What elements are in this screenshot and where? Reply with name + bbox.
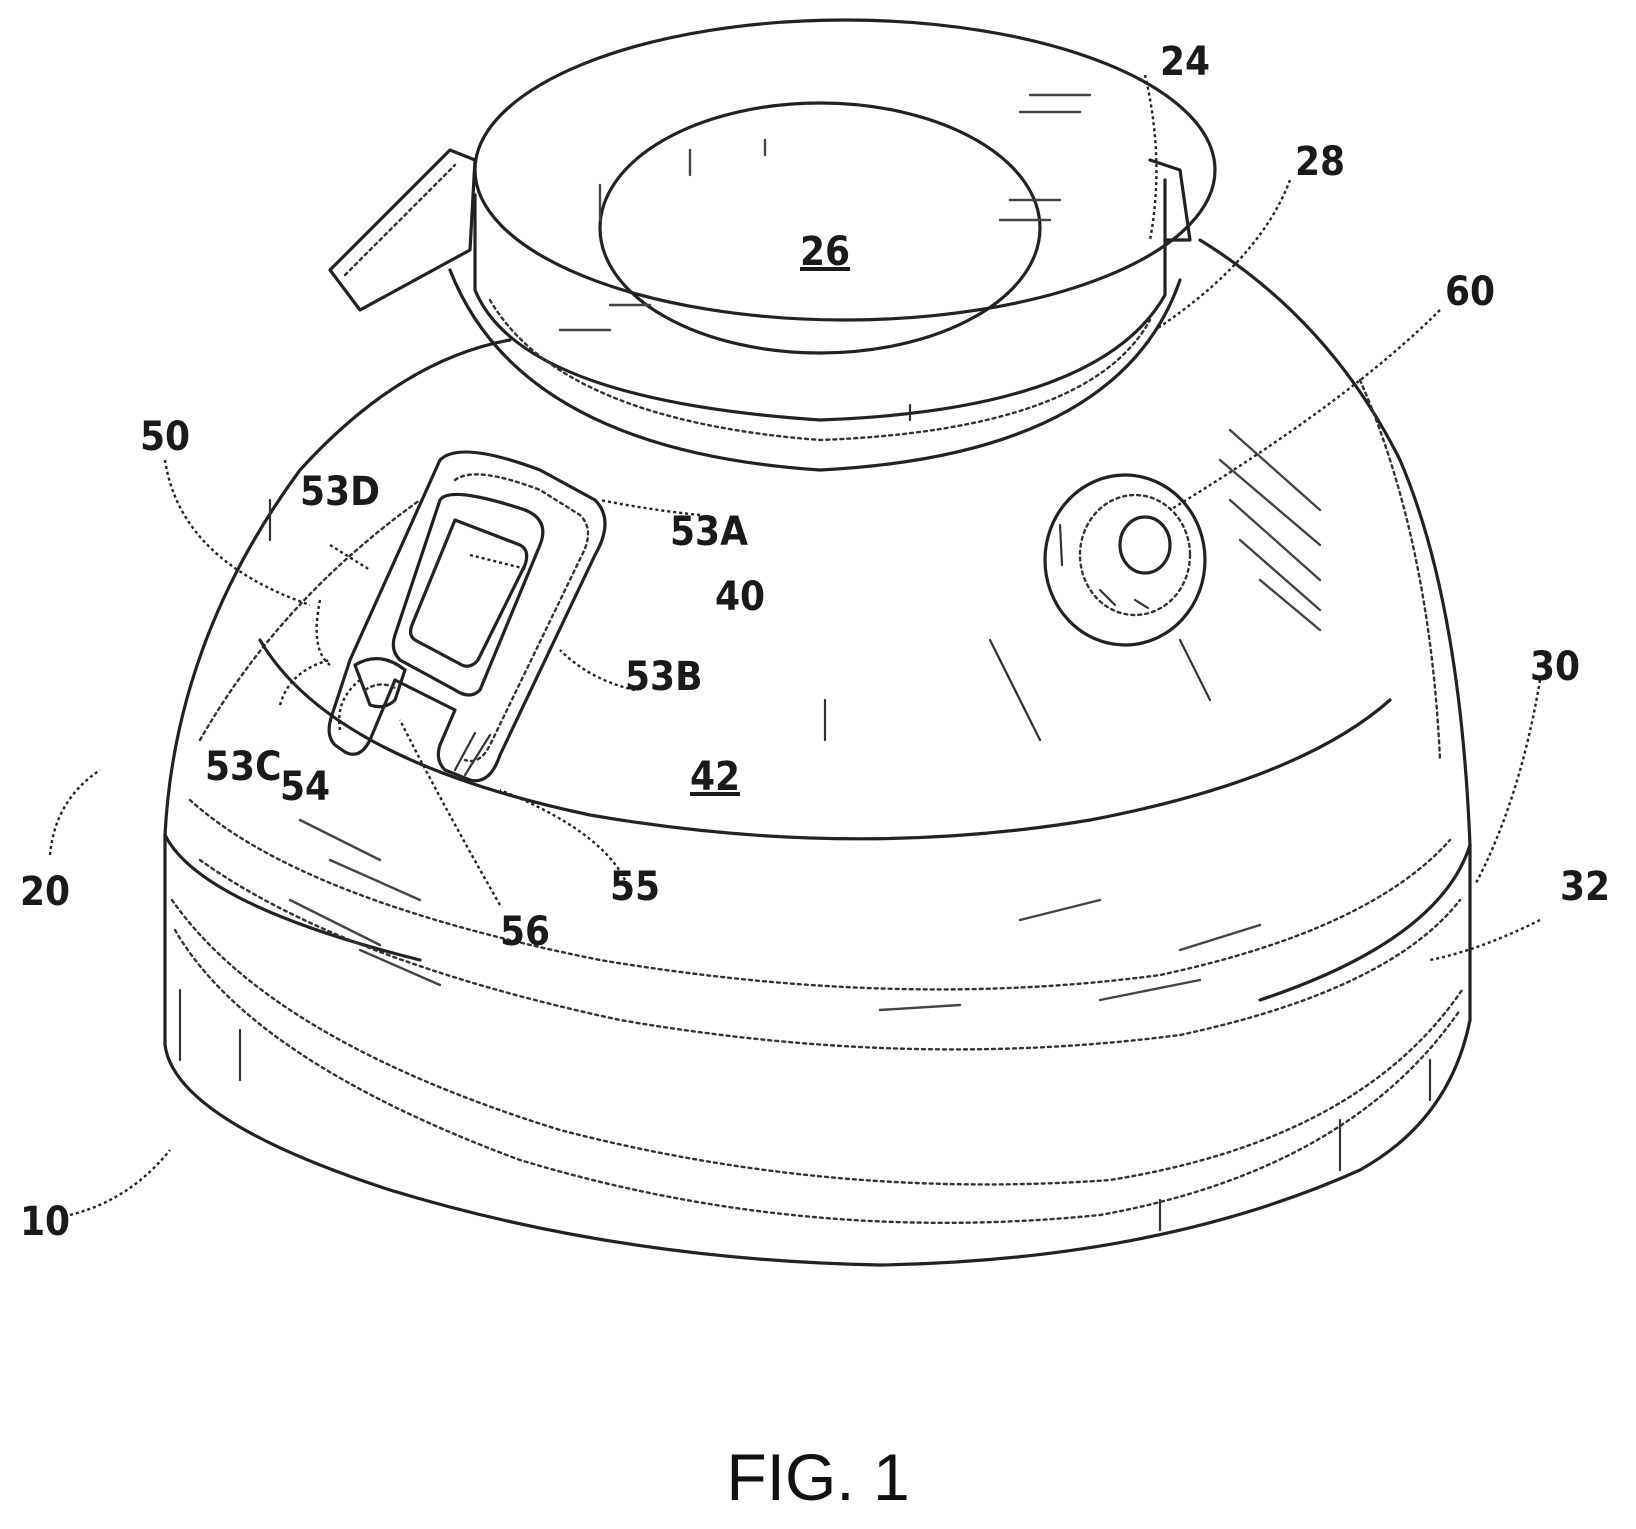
ref-24: 24 xyxy=(1160,39,1210,85)
ref-26: 26 xyxy=(800,229,850,275)
ref-53A: 53A xyxy=(670,509,748,555)
ref-30: 30 xyxy=(1530,644,1580,690)
ref-32: 32 xyxy=(1560,864,1610,910)
ref-60: 60 xyxy=(1445,269,1495,315)
figure-caption: FIG. 1 xyxy=(726,1440,909,1514)
top-collar xyxy=(330,20,1215,470)
ref-55: 55 xyxy=(610,864,660,910)
leader-lines xyxy=(50,75,1540,1215)
ref-53D: 53D xyxy=(300,469,380,515)
ref-53B: 53B xyxy=(625,654,703,700)
ref-28: 28 xyxy=(1295,139,1345,185)
ref-54: 54 xyxy=(280,764,330,810)
ref-50: 50 xyxy=(140,414,190,460)
ref-53C: 53C xyxy=(205,744,281,790)
ref-10: 10 xyxy=(20,1199,70,1245)
ref-56: 56 xyxy=(500,909,550,955)
port-feature xyxy=(1045,475,1205,645)
ref-42: 42 xyxy=(690,754,740,800)
base-ring xyxy=(165,835,1470,1265)
ref-40: 40 xyxy=(715,574,765,620)
ref-20: 20 xyxy=(20,869,70,915)
reference-numerals: 24 26 28 60 50 53D 53A 40 53B 53C 54 42 … xyxy=(20,39,1610,1245)
dome-body xyxy=(165,240,1470,1049)
